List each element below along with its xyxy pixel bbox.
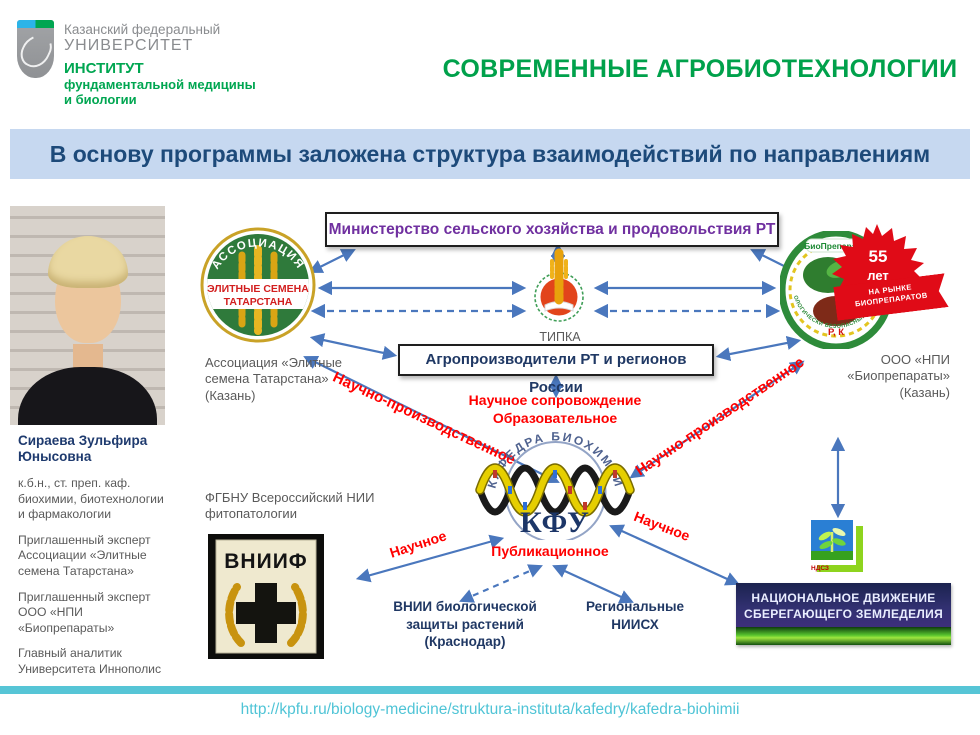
association-band-line1: ЭЛИТНЫЕ СЕМЕНА	[207, 283, 309, 295]
arrow-sci-left	[355, 534, 505, 583]
logo-line: фундаментальной медицины	[64, 77, 256, 92]
subtitle-banner: В основу программы заложена структура вз…	[10, 129, 970, 179]
logo-line: УНИВЕРСИТЕТ	[64, 37, 194, 54]
person-role: Приглашенный эксперт Ассоциации «Элитные…	[18, 532, 151, 578]
tipka-label: ТИПКА	[539, 330, 581, 344]
person-info: Сираева Зульфира Юнысовна к.б.н., ст. пр…	[18, 433, 170, 678]
logo-line: и биологии	[64, 92, 137, 107]
footer-divider	[0, 686, 980, 694]
tipka-logo	[534, 248, 584, 322]
portrait-hair	[48, 236, 128, 288]
vniif-logo: ВНИИФ	[208, 534, 324, 659]
kfu-shield-icon	[17, 20, 54, 78]
ndsz-box-line2: СБЕРЕГАЮЩЕГО ЗЕМЛЕДЕЛИЯ	[744, 607, 943, 622]
portrait-photo	[10, 206, 165, 425]
regional-niis-label: Региональные НИИСХ	[585, 599, 685, 632]
biopreparaty-label: ООО «НПИ «Биопрепараты» (Казань)	[847, 352, 950, 400]
kfu-abbr-text: КФУ	[520, 506, 591, 539]
agro-producers-box: Агропроизводители РТ и регионов России	[398, 344, 714, 396]
person-role: Главный аналитик Университета Иннополис	[18, 646, 162, 677]
dna-base-pairs	[493, 470, 617, 510]
page-title: СОВРЕМЕННЫЕ АГРОБИОТЕХНОЛОГИИ	[442, 55, 958, 83]
association-elite-seeds-logo: АССОЦИАЦИЯ ЭЛИТНЫЕ СЕМЕНА ТАТАРСТАНА	[200, 227, 316, 343]
arrow-kfu-regional	[552, 564, 634, 604]
ndsz-box-line1: НАЦИОНАЛЬНОЕ ДВИЖЕНИЕ	[751, 591, 936, 605]
person-role: к.б.н., ст. преп. каф. биохимии, биотехн…	[18, 475, 164, 522]
arrow-kfu-vniibio-dashed	[459, 564, 543, 603]
ndsz-logo-text: НДСЗ	[811, 565, 829, 572]
badge-let-text: лет	[867, 268, 889, 283]
ndsz-box: НАЦИОНАЛЬНОЕ ДВИЖЕНИЕ СБЕРЕГАЮЩЕГО ЗЕМЛЕ…	[736, 583, 951, 645]
person-name: Сираева Зульфира Юнысовна	[18, 433, 148, 465]
vniif-logo-text: ВНИИФ	[224, 550, 307, 573]
logo-line: Казанский федеральный	[64, 22, 221, 37]
badge-55-text: 55	[869, 247, 888, 266]
person-role: Приглашенный эксперт ООО «НПИ «Биопрепар…	[18, 589, 151, 635]
arrow-ministry-assoc	[308, 249, 356, 273]
biopreparaty-rk-text: Р, К	[828, 327, 844, 338]
ndsz-green-stripe	[736, 627, 951, 645]
arrow-sciprod-left	[303, 356, 560, 483]
logo-line: ИНСТИТУТ	[64, 60, 144, 77]
vnii-bio-label: ВНИИ биологической защиты растений (Крас…	[393, 599, 537, 650]
kfu-biochemistry-logo: КАФЕДРА БИОХИМИИ КФУ	[475, 429, 635, 540]
vniif-label: ФГБНУ Всероссийский НИИ фитопатологии	[205, 490, 375, 522]
footer-url-link[interactable]: http://kpfu.ru/biology-medicine/struktur…	[240, 701, 740, 718]
arrow-assoc-agrobox	[309, 333, 398, 360]
association-band-line2: ТАТАРСТАНА	[224, 296, 293, 308]
arrow-sci-right	[609, 524, 740, 586]
arrow-biopr-agrobox	[715, 335, 802, 362]
university-logo-text: Казанский федеральный УНИВЕРСИТЕТ ИНСТИТ…	[64, 22, 324, 107]
association-label: Ассоциация «Элитные семена Татарстана» (…	[205, 355, 343, 403]
ministry-box: Министерство сельского хозяйства и продо…	[325, 212, 779, 247]
arrow-sciprod-right	[629, 360, 805, 479]
edge-label-support: Научное сопровождение	[468, 392, 642, 408]
biopreparaty-band-text: БиоПрепараты	[804, 241, 868, 251]
edge-label-educational: Образовательное	[492, 410, 618, 426]
edge-label-publication: Публикационное	[491, 543, 609, 559]
ndsz-logo: НДСЗ	[811, 520, 863, 572]
